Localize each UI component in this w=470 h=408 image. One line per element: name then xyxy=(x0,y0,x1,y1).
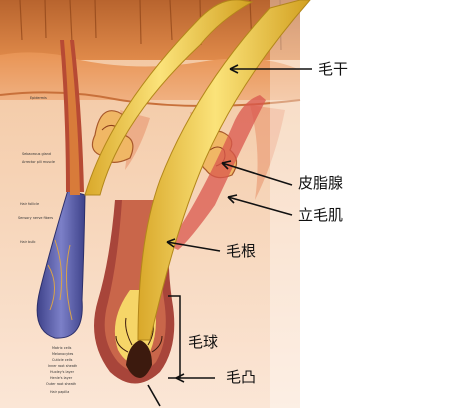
label-dermal-papilla: 毛凸 xyxy=(226,368,257,386)
hair-shaft-left xyxy=(84,0,254,196)
label-hair-bulb: 毛球 xyxy=(188,333,219,351)
small-label-henles-layer: Henle's layer xyxy=(50,376,73,380)
small-label-sebaceous-gland: Sebaceous gland xyxy=(22,152,51,156)
small-label-huxleys-layer: Huxley's layer xyxy=(50,370,75,374)
small-label-hair-bulb: Hair bulb xyxy=(20,240,36,244)
hair-bulb-bracket xyxy=(168,295,181,379)
hair-shaft-main xyxy=(137,0,311,341)
left-hair-follicle xyxy=(36,40,86,339)
small-label-cuticle-cells: Cuticle cells xyxy=(52,358,73,362)
label-hair-shaft: 毛干 xyxy=(318,60,349,78)
pointer-arrows xyxy=(147,64,312,407)
small-label-arrector-pili: Arrector pili muscle xyxy=(22,160,55,164)
small-label-epidermis: Epidermis xyxy=(30,96,47,100)
label-arrector-pili: 立毛肌 xyxy=(298,206,344,224)
small-label-outer-root-sheath: Outer root sheath xyxy=(46,382,77,386)
label-hair-root: 毛根 xyxy=(226,242,257,260)
small-label-melanocytes: Melanocytes xyxy=(52,352,74,356)
arrector-pili-muscle xyxy=(168,95,266,250)
small-label-inner-root-sheath: Inner root sheath xyxy=(48,364,78,368)
small-label-matrix-cells: Matrix cells xyxy=(52,346,72,350)
small-label-sensory-nerve: Sensory nerve fibers xyxy=(18,216,54,220)
small-label-hair-papilla: Hair papilla xyxy=(50,390,70,394)
label-sebaceous-gland: 皮脂腺 xyxy=(298,174,344,192)
small-label-hair-follicle: Hair follicle xyxy=(20,202,40,206)
